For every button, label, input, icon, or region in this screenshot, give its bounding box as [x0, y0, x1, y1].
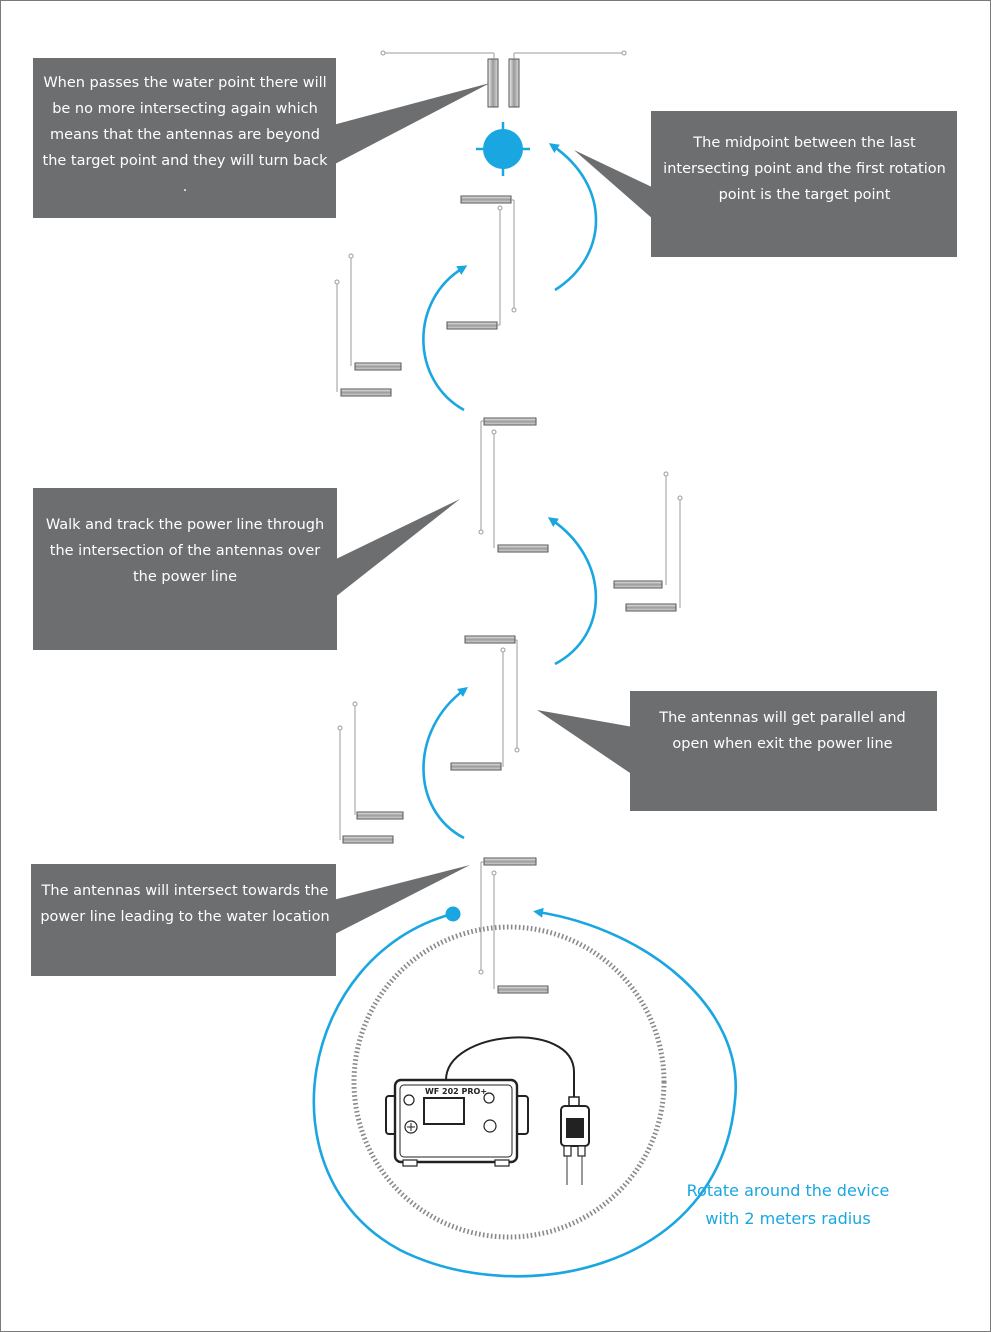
- antennas-beyond-target: [380, 50, 627, 108]
- rotation-arrows: [422, 143, 598, 840]
- antennas-crossing-lower: [450, 635, 520, 771]
- callout-passes: [33, 58, 490, 218]
- rotate-instruction: Rotate around the device with 2 meters r…: [686, 1181, 890, 1228]
- two-meter-radius-circle: [351, 924, 667, 1240]
- callout-midpoint: [574, 111, 957, 257]
- target-point-icon: [476, 122, 530, 176]
- antennas-crossing-mid: [478, 417, 549, 553]
- callout-parallel: [537, 691, 937, 811]
- arrow-left-top: [422, 265, 468, 412]
- antennas-crossing-top: [446, 195, 517, 330]
- callout-parallel-text: The antennas will get parallel and open …: [659, 710, 906, 752]
- antennas-parallel-left-lower: [337, 701, 404, 844]
- antennas-crossing-start: [478, 857, 549, 994]
- menu-button-icon: [483, 1092, 495, 1104]
- antennas-parallel-right: [613, 471, 683, 612]
- device-model-label: WF 202 PRO+: [425, 1087, 487, 1096]
- callout-passes-text: When passes the water point there will b…: [42, 75, 328, 195]
- callout-walk-text: Walk and track the power line through th…: [45, 517, 325, 585]
- rotation-circle: [312, 906, 738, 1278]
- power-button-icon: [403, 1094, 415, 1106]
- arrow-right-mid: [547, 517, 598, 666]
- callout-intersect-text: The antennas will intersect towards the …: [40, 883, 330, 925]
- arrow-left-mid: [422, 687, 469, 840]
- start-point-icon: [445, 906, 461, 922]
- callout-intersect: [31, 864, 470, 976]
- arrow-right-top: [548, 143, 598, 292]
- ok-button-icon: [483, 1119, 497, 1133]
- wf-202-device: WF 202 PRO+: [385, 1036, 590, 1185]
- callout-midpoint-text: The midpoint between the last intersecti…: [663, 135, 946, 203]
- antennas-parallel-left-top: [334, 253, 402, 397]
- callout-walk: [33, 488, 460, 650]
